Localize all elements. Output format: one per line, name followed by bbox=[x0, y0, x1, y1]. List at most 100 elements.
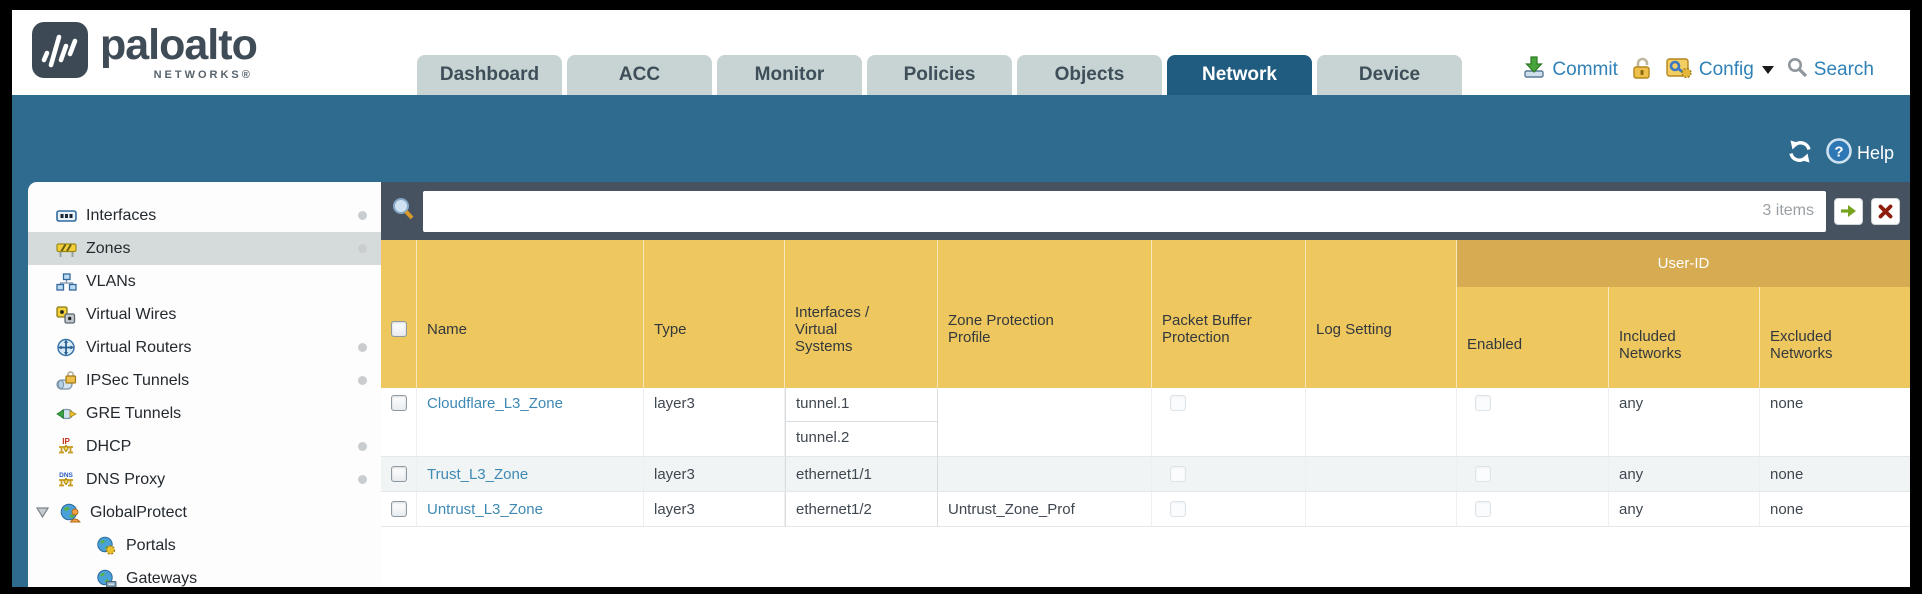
packet-buffer-protection-checkbox[interactable] bbox=[1170, 466, 1186, 482]
column-header-enabled[interactable]: Enabled bbox=[1457, 287, 1609, 388]
user-id-enabled-cell bbox=[1457, 388, 1609, 457]
included-networks: any bbox=[1609, 492, 1760, 526]
filter-field: 3 items bbox=[423, 190, 1826, 232]
column-header-excluded-networks[interactable]: Excluded Networks bbox=[1770, 327, 1833, 362]
tab-acc[interactable]: ACC bbox=[567, 55, 712, 95]
paloalto-logo: paloalto NETWORKS® bbox=[32, 22, 258, 83]
lock-icon[interactable] bbox=[1631, 56, 1653, 85]
sidebar-item-label: GlobalProtect bbox=[90, 503, 187, 521]
zone-interface: tunnel.2 bbox=[785, 422, 938, 457]
status-dot bbox=[358, 376, 367, 385]
user-id-enabled-cell bbox=[1457, 457, 1609, 491]
column-header-interfaces[interactable]: Interfaces / Virtual Systems bbox=[785, 240, 938, 388]
zone-interface: ethernet1/2 bbox=[785, 492, 938, 526]
column-header-zone-protection-profile[interactable]: Zone Protection Profile bbox=[938, 240, 1152, 388]
tab-network[interactable]: Network bbox=[1167, 55, 1312, 95]
globalprotect-icon bbox=[59, 503, 81, 523]
apply-filter-button[interactable] bbox=[1834, 197, 1863, 225]
tab-objects[interactable]: Objects bbox=[1017, 55, 1162, 95]
expander-triangle-icon[interactable] bbox=[34, 507, 50, 518]
included-networks: any bbox=[1609, 388, 1760, 457]
config-menu[interactable]: Config bbox=[1666, 56, 1774, 85]
global-search[interactable]: Search bbox=[1787, 57, 1874, 84]
virtual-routers-icon bbox=[55, 338, 77, 357]
status-dot bbox=[358, 343, 367, 352]
top-banner: paloalto NETWORKS® Dashboard ACC Monitor… bbox=[12, 10, 1910, 95]
svg-text:DNS: DNS bbox=[59, 472, 73, 479]
chevron-down-icon bbox=[1761, 66, 1774, 74]
sidebar-item-dhcp[interactable]: IP DHCP bbox=[28, 430, 381, 463]
column-group-user-id: User-ID bbox=[1457, 240, 1910, 287]
sidebar-item-dns-proxy[interactable]: DNS DNS Proxy bbox=[28, 463, 381, 496]
config-icon bbox=[1666, 56, 1693, 85]
packet-buffer-protection-cell bbox=[1152, 492, 1306, 526]
tab-policies[interactable]: Policies bbox=[867, 55, 1012, 95]
gateways-icon bbox=[95, 569, 117, 587]
column-header-packet-buffer-protection[interactable]: Packet Buffer Protection bbox=[1152, 240, 1306, 388]
sidebar-item-gre-tunnels[interactable]: GRE Tunnels bbox=[28, 397, 381, 430]
interfaces-icon bbox=[55, 207, 77, 225]
status-dot bbox=[358, 442, 367, 451]
app-frame: paloalto NETWORKS® Dashboard ACC Monitor… bbox=[12, 10, 1910, 587]
refresh-icon[interactable] bbox=[1787, 140, 1813, 168]
table-row: Trust_L3_Zone layer3 ethernet1/1 any non… bbox=[381, 457, 1910, 492]
help-button[interactable]: ? Help bbox=[1825, 137, 1894, 170]
packet-buffer-protection-checkbox[interactable] bbox=[1170, 395, 1186, 411]
row-checkbox[interactable] bbox=[390, 466, 407, 482]
row-checkbox[interactable] bbox=[390, 501, 407, 517]
table-header: Name Type Interfaces / Virtual Systems Z… bbox=[381, 240, 1910, 388]
sidebar-item-virtual-routers[interactable]: Virtual Routers bbox=[28, 331, 381, 364]
tab-dashboard[interactable]: Dashboard bbox=[417, 55, 562, 95]
clear-filter-button[interactable] bbox=[1871, 197, 1900, 225]
sidebar-item-interfaces[interactable]: Interfaces bbox=[28, 199, 381, 232]
paloalto-logo-mark bbox=[32, 22, 88, 83]
virtual-wires-icon bbox=[55, 305, 77, 324]
content-area: Interfaces Zones VLANs Virtua bbox=[12, 182, 1910, 587]
commit-button[interactable]: Commit bbox=[1522, 55, 1618, 85]
sub-banner: ? Help bbox=[12, 95, 1910, 182]
column-header-log-setting[interactable]: Log Setting bbox=[1306, 240, 1457, 388]
sidebar-item-gateways[interactable]: Gateways bbox=[28, 562, 381, 587]
filter-input[interactable] bbox=[435, 202, 1763, 220]
zone-name-link[interactable]: Cloudflare_L3_Zone bbox=[427, 395, 563, 412]
column-header-name[interactable]: Name bbox=[417, 240, 644, 388]
select-all-cell bbox=[381, 240, 417, 388]
sidebar-item-vlans[interactable]: VLANs bbox=[28, 265, 381, 298]
sidebar-item-ipsec-tunnels[interactable]: IPSec Tunnels bbox=[28, 364, 381, 397]
packet-buffer-protection-checkbox[interactable] bbox=[1170, 501, 1186, 517]
item-count: 3 items bbox=[1762, 202, 1814, 219]
tab-monitor[interactable]: Monitor bbox=[717, 55, 862, 95]
select-all-checkbox[interactable] bbox=[390, 321, 407, 337]
sidebar-item-globalprotect[interactable]: GlobalProtect bbox=[28, 496, 381, 529]
zones-panel: 3 items Name Type Interfaces / Virtual S… bbox=[381, 182, 1910, 587]
vlans-icon bbox=[55, 272, 77, 291]
zone-type: layer3 bbox=[644, 457, 785, 491]
sidebar-item-label: Virtual Routers bbox=[86, 338, 192, 356]
user-id-enabled-checkbox[interactable] bbox=[1475, 466, 1491, 482]
commit-icon bbox=[1522, 55, 1546, 85]
sidebar-item-label: Gateways bbox=[126, 569, 198, 587]
user-id-enabled-cell bbox=[1457, 492, 1609, 526]
zone-interface: ethernet1/1 bbox=[785, 457, 938, 491]
excluded-networks: none bbox=[1770, 395, 1804, 412]
sidebar-item-virtual-wires[interactable]: Virtual Wires bbox=[28, 298, 381, 331]
column-header-type[interactable]: Type bbox=[644, 240, 785, 388]
zone-protection-profile bbox=[938, 457, 1152, 491]
zone-type: layer3 bbox=[644, 492, 785, 526]
user-id-enabled-checkbox[interactable] bbox=[1475, 395, 1491, 411]
zone-protection-profile bbox=[938, 388, 1152, 457]
gre-tunnels-icon bbox=[55, 405, 77, 423]
zone-name-link[interactable]: Trust_L3_Zone bbox=[427, 465, 529, 483]
search-icon bbox=[1787, 57, 1808, 84]
column-header-included-networks[interactable]: Included Networks bbox=[1609, 287, 1760, 388]
user-id-enabled-checkbox[interactable] bbox=[1475, 501, 1491, 517]
sidebar-item-label: IPSec Tunnels bbox=[86, 371, 190, 389]
sidebar-item-portals[interactable]: Portals bbox=[28, 529, 381, 562]
sidebar-item-label: Portals bbox=[126, 536, 176, 554]
zone-name-link[interactable]: Untrust_L3_Zone bbox=[427, 500, 543, 518]
tab-device[interactable]: Device bbox=[1317, 55, 1462, 95]
row-checkbox[interactable] bbox=[390, 395, 407, 411]
status-dot bbox=[358, 211, 367, 220]
top-actions: Commit Config bbox=[1522, 55, 1874, 85]
sidebar-item-zones[interactable]: Zones bbox=[28, 232, 381, 265]
